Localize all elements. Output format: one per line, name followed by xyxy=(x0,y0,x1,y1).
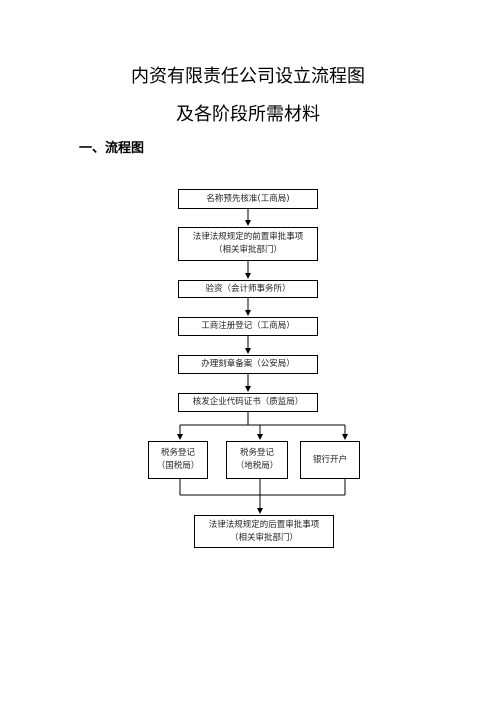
step-label: 法律法规规定的前置审批事项 xyxy=(192,232,304,242)
branch-sublabel: （地税局） xyxy=(235,461,279,471)
step-business-registration: 工商注册登记（工商局） xyxy=(178,317,318,336)
step-pre-approval: 法律法规规定的前置审批事项 （相关审批部门） xyxy=(178,227,318,261)
step-label: 核发企业代码证书（质监局） xyxy=(192,397,304,407)
branch-label: 税务登记 xyxy=(160,448,195,458)
document-subtitle: 及各阶段所需材料 xyxy=(176,104,320,125)
step-label: 办理刻章备案（公安局） xyxy=(201,359,295,369)
step-label: 验资（会计师事务所） xyxy=(205,283,291,294)
step-label: 工商注册登记（工商局） xyxy=(201,321,295,331)
step-label: 名称预先核准(工商局) xyxy=(206,193,290,204)
branch-label: 税务登记 xyxy=(239,448,274,458)
step-seal-filing: 办理刻章备案（公安局） xyxy=(178,355,318,374)
step-name-approval: 名称预先核准(工商局) xyxy=(178,189,318,209)
step-capital-verification: 验资（会计师事务所） xyxy=(178,280,318,298)
branch-local-tax: 税务登记 （地税局） xyxy=(226,441,288,479)
step-sublabel: （相关审批部门） xyxy=(213,245,282,255)
branch-national-tax: 税务登记 （国税局） xyxy=(148,441,208,479)
step-organization-code: 核发企业代码证书（质监局） xyxy=(178,393,318,412)
step-sublabel: （相关审批部门） xyxy=(229,532,298,543)
document-title: 内资有限责任公司设立流程图 xyxy=(131,66,365,87)
branch-bank-account: 银行开户 xyxy=(300,441,360,479)
step-label: 法律法规规定的后置审批事项 xyxy=(208,519,320,530)
section-heading: 一、流程图 xyxy=(79,141,145,156)
step-post-approval: 法律法规规定的后置审批事项 （相关审批部门） xyxy=(194,515,334,548)
branch-sublabel: （国税局） xyxy=(156,461,200,471)
branch-label: 银行开户 xyxy=(312,454,347,465)
